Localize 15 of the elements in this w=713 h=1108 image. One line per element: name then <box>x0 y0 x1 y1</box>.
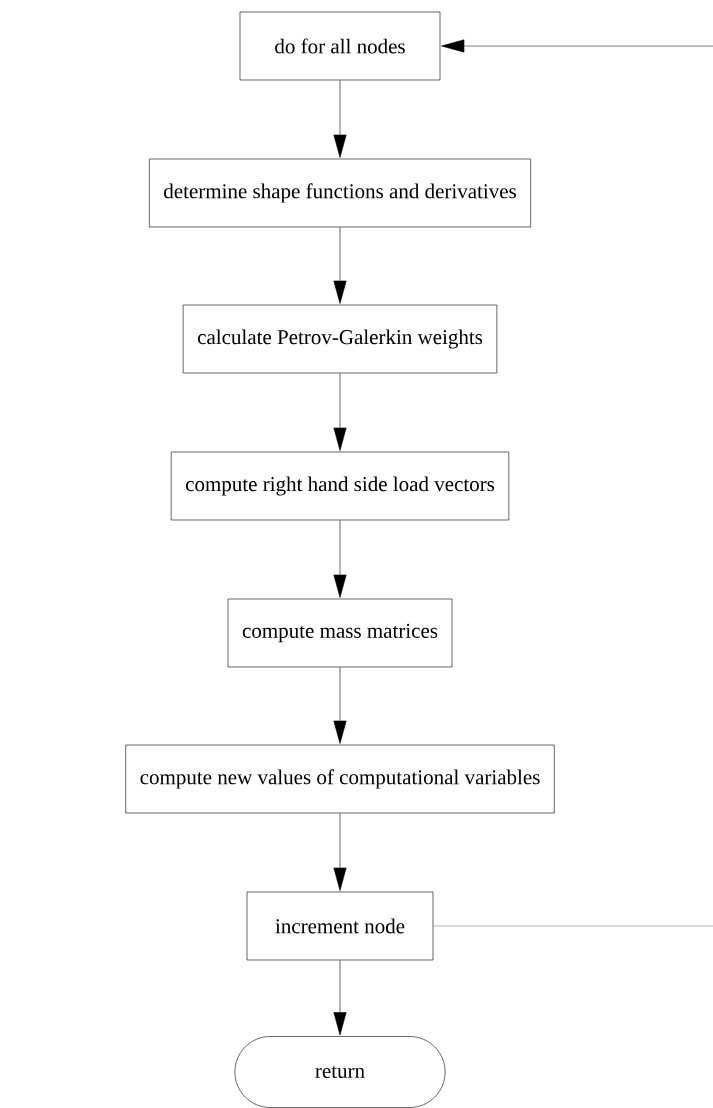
process-box: compute right hand side load vectors <box>170 451 510 521</box>
process-box: calculate Petrov-Galerkin weights <box>182 304 498 374</box>
process-box: compute mass matrices <box>227 598 453 668</box>
arrow <box>333 373 347 451</box>
arrow <box>333 520 347 598</box>
arrow <box>333 960 347 1036</box>
process-box: do for all nodes <box>239 11 441 81</box>
process-box: determine shape functions and derivatives <box>149 158 531 228</box>
arrow <box>333 227 347 304</box>
arrow <box>441 39 713 53</box>
arrow <box>333 813 347 891</box>
process-box: increment node <box>246 891 434 961</box>
arrow <box>333 80 347 158</box>
arrow <box>333 667 347 744</box>
process-box: compute new values of computational variables <box>125 744 555 814</box>
